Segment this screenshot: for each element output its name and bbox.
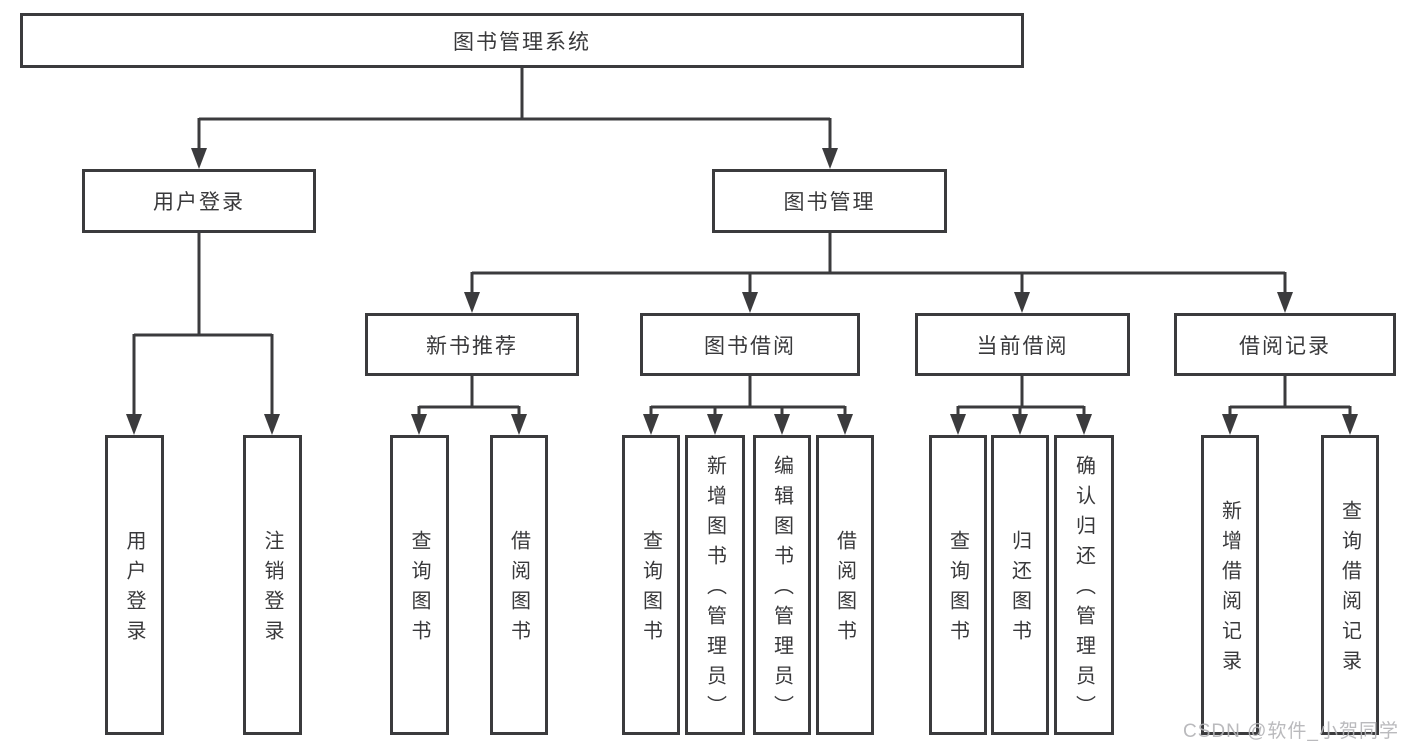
leaf-query-borrow-record-label: 查询借阅记录 <box>1338 500 1361 680</box>
leaf-borrow-books-label: 借阅图书 <box>833 530 856 650</box>
leaf-confirm-return-admin: 确认归还（管理员） <box>1054 435 1114 735</box>
leaf-query-books-recommend-label: 查询图书 <box>408 530 430 650</box>
leaf-user-login-label: 用户登录 <box>123 530 145 650</box>
node-new-book-recommend-label: 新书推荐 <box>426 334 518 358</box>
leaf-add-book-admin-label: 新增图书（管理员） <box>703 455 726 725</box>
leaf-borrow-books: 借阅图书 <box>816 435 874 735</box>
leaf-logout: 注销登录 <box>243 435 302 735</box>
leaf-query-books-borrow-label: 查询图书 <box>639 530 662 650</box>
leaf-query-borrow-record: 查询借阅记录 <box>1321 435 1379 735</box>
node-new-book-recommend: 新书推荐 <box>365 313 579 376</box>
node-current-borrow: 当前借阅 <box>915 313 1130 376</box>
node-borrow-records: 借阅记录 <box>1174 313 1396 376</box>
leaf-edit-book-admin: 编辑图书（管理员） <box>753 435 811 735</box>
leaf-edit-book-admin-label: 编辑图书（管理员） <box>770 455 793 725</box>
node-user-login-label: 用户登录 <box>153 191 245 214</box>
leaf-confirm-return-admin-label: 确认归还（管理员） <box>1072 455 1095 725</box>
leaf-logout-label: 注销登录 <box>261 530 283 650</box>
node-book-management: 图书管理 <box>712 169 947 233</box>
leaf-query-books-borrow: 查询图书 <box>622 435 680 735</box>
node-root-label: 图书管理系统 <box>453 30 591 54</box>
node-book-borrow-label: 图书借阅 <box>704 334 796 358</box>
node-root-library-system: 图书管理系统 <box>20 13 1024 68</box>
node-book-borrow: 图书借阅 <box>640 313 860 376</box>
leaf-return-book-label: 归还图书 <box>1008 530 1031 650</box>
leaf-add-borrow-record-label: 新增借阅记录 <box>1218 500 1241 680</box>
leaf-query-books-current-label: 查询图书 <box>946 530 969 650</box>
leaf-borrow-books-recommend-label: 借阅图书 <box>507 530 530 650</box>
node-user-login: 用户登录 <box>82 169 316 233</box>
node-book-management-label: 图书管理 <box>783 191 876 214</box>
leaf-borrow-books-recommend: 借阅图书 <box>490 435 548 735</box>
node-borrow-records-label: 借阅记录 <box>1239 334 1331 358</box>
csdn-watermark: CSDN @软件_小贺同学 <box>1183 721 1399 742</box>
leaf-user-login: 用户登录 <box>105 435 164 735</box>
leaf-add-borrow-record: 新增借阅记录 <box>1201 435 1259 735</box>
arrowheads <box>126 148 1358 435</box>
leaf-query-books-current: 查询图书 <box>929 435 987 735</box>
leaf-return-book: 归还图书 <box>991 435 1049 735</box>
node-current-borrow-label: 当前借阅 <box>976 334 1069 358</box>
leaf-add-book-admin: 新增图书（管理员） <box>685 435 745 735</box>
leaf-query-books-recommend: 查询图书 <box>390 435 449 735</box>
